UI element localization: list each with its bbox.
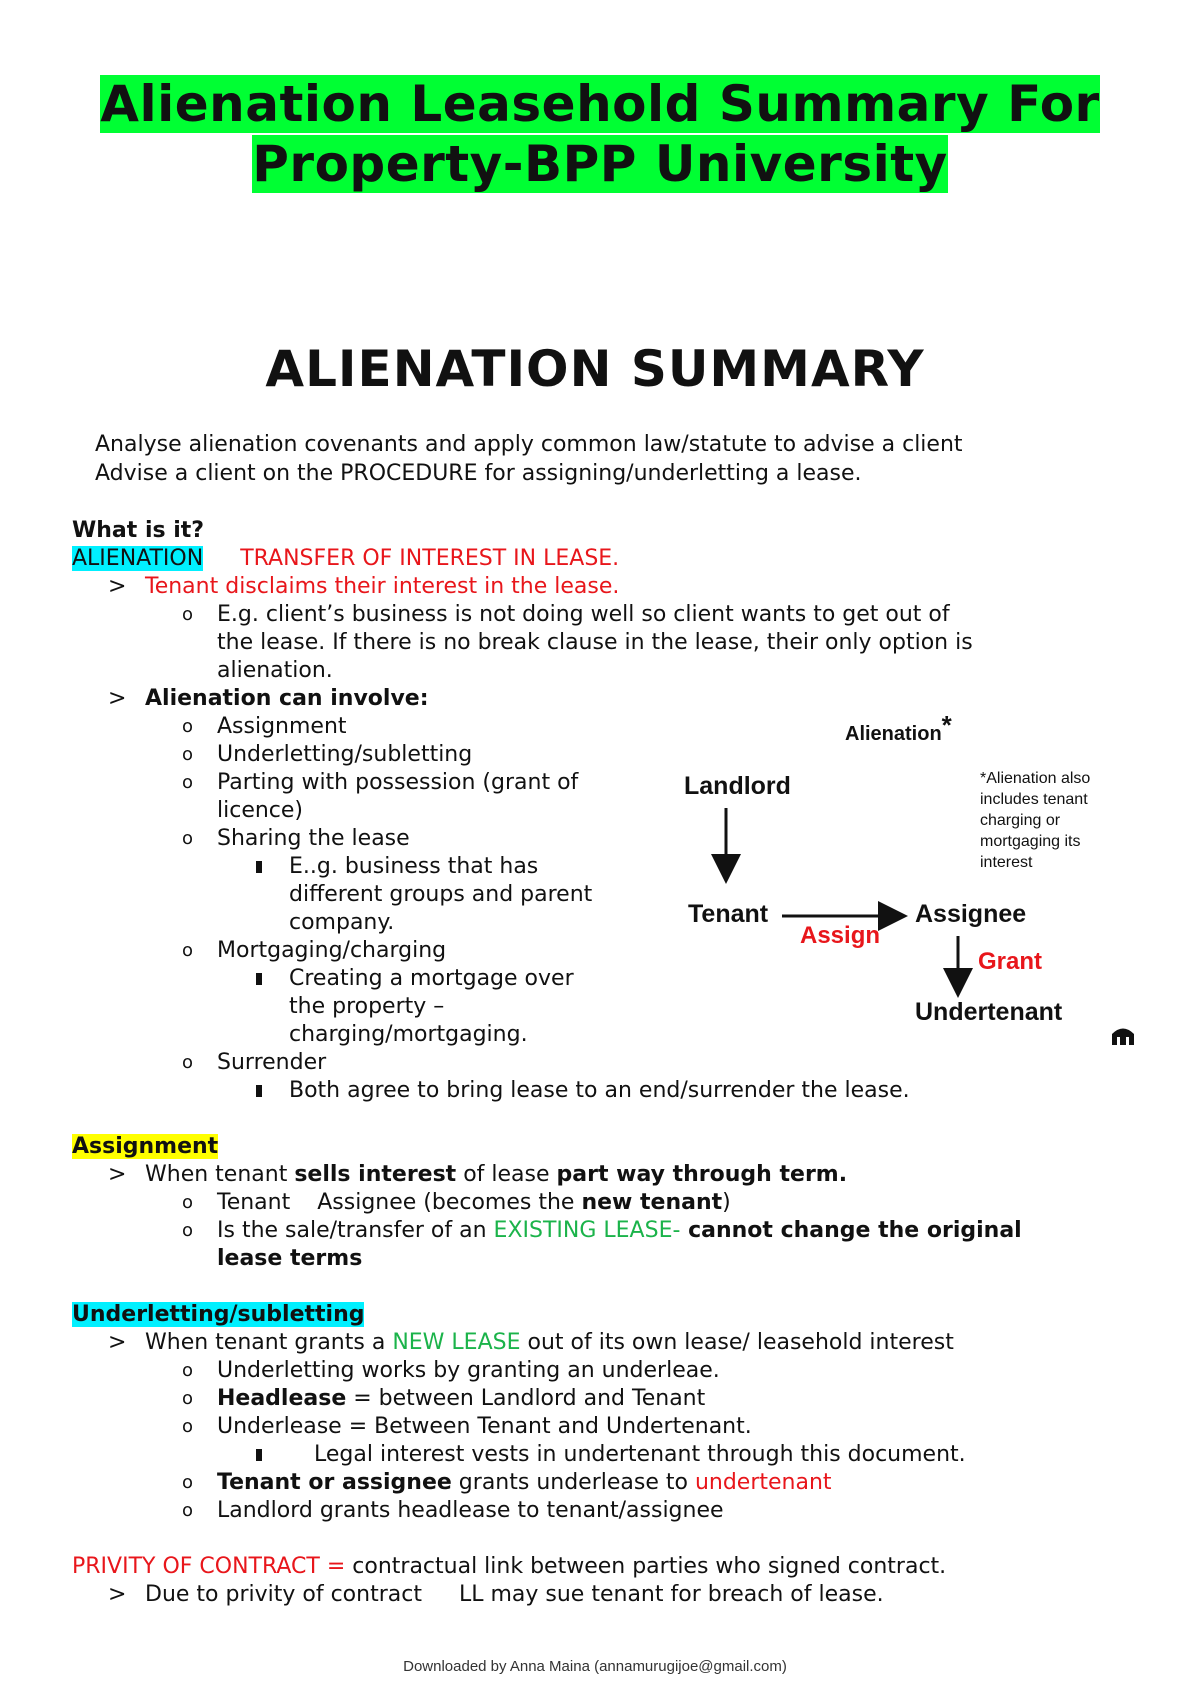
assignment-heading: Assignment — [72, 1134, 219, 1159]
sub-list-item: Legal interest vests in undertenant thro… — [72, 1441, 1132, 1469]
alienation-meaning: TRANSFER OF INTEREST IN LEASE. — [240, 546, 620, 571]
arrow-bullet: > — [108, 1162, 127, 1187]
list-item: o Landlord grants headlease to tenant/as… — [182, 1498, 724, 1523]
diagram-arrows — [711, 808, 973, 998]
circle-bullet: o — [182, 1220, 194, 1241]
list-item: o Underletting/subletting — [182, 742, 473, 767]
arrow-bullet: > — [108, 1330, 127, 1355]
assignment-section: Assignment — [72, 1133, 1132, 1161]
summary-heading: ALIENATION SUMMARY — [265, 340, 925, 398]
square-bullet — [256, 1449, 262, 1461]
intro-line: Analyse alienation covenants and apply c… — [95, 432, 963, 457]
list-item: > When tenant sells interest of lease pa… — [108, 1162, 848, 1187]
list-item: o Tenant Assignee (becomes the new tenan… — [182, 1190, 731, 1215]
list-item: o Mortgaging/charging — [182, 938, 447, 963]
list-item: > Tenant disclaims their interest in the… — [108, 574, 620, 599]
circle-bullet: o — [182, 1500, 194, 1521]
page-corner-icon — [1112, 1028, 1134, 1045]
intro-line: Advise a client on the PROCEDURE for ass… — [95, 461, 862, 486]
sub-list-item-continued: different groups and parent — [289, 882, 593, 907]
document-title: Alienation Leasehold Summary For Propert… — [70, 74, 1130, 194]
circle-bullet: o — [182, 604, 194, 625]
intro-block: Analyse alienation covenants and apply c… — [95, 430, 963, 488]
diagram-title: Alienation* — [845, 710, 952, 745]
list-item: o Underletting works by granting an unde… — [182, 1358, 720, 1383]
underletting-heading: Underletting/subletting — [72, 1302, 365, 1327]
download-footer: Downloaded by Anna Maina (annamurugijoe@… — [403, 1658, 787, 1675]
arrow-bullet: > — [108, 574, 127, 599]
circle-bullet: o — [182, 1052, 194, 1073]
sub-list-item: Creating a mortgage over — [72, 965, 1132, 993]
alienation-term: ALIENATION — [72, 546, 204, 571]
list-item: o Underlease = Between Tenant and Undert… — [182, 1414, 752, 1439]
list-item: o E.g. client’s business is not doing we… — [182, 602, 973, 683]
circle-bullet: o — [182, 744, 194, 765]
list-item: o Tenant or assignee grants underlease t… — [182, 1470, 832, 1495]
list-item: > Alienation can involve: — [108, 686, 429, 711]
list-item: o Surrender — [182, 1050, 327, 1075]
sub-list-item-continued: the property – — [289, 994, 445, 1019]
title-line-1: Alienation Leasehold Summary For — [100, 75, 1100, 133]
landlord-label: Landlord — [684, 772, 791, 800]
square-bullet — [256, 861, 262, 873]
circle-bullet: o — [182, 1192, 194, 1213]
sub-list-item: E..g. business that has — [72, 853, 1132, 881]
circle-bullet: o — [182, 1360, 194, 1381]
alienation-definition: ALIENATION TRANSFER OF INTEREST IN LEASE… — [72, 545, 1132, 573]
alienation-diagram: Alienation* Landlord Tenant Assignee Und… — [670, 700, 1150, 1060]
list-item: o Assignment — [182, 714, 347, 739]
grant-label: Grant — [978, 948, 1043, 975]
list-item: > Due to privity of contract LL may sue … — [108, 1582, 884, 1607]
assignee-label: Assignee — [915, 900, 1027, 928]
diagram-note: *Alienation also includes tenant chargin… — [980, 770, 1091, 871]
circle-bullet: o — [182, 828, 194, 849]
circle-bullet: o — [182, 1472, 194, 1493]
list-item: > When tenant grants a NEW LEASE out of … — [108, 1330, 954, 1355]
what-is-it-heading: What is it? — [72, 518, 205, 543]
document-body: What is it? ALIENATION TRANSFER OF INTER… — [72, 517, 1132, 1609]
circle-bullet: o — [182, 940, 194, 961]
title-line-2: Property-BPP University — [252, 135, 948, 193]
list-item: o Headlease = between Landlord and Tenan… — [182, 1386, 706, 1411]
sub-list-item-continued: company. — [289, 910, 395, 935]
privity-definition: PRIVITY OF CONTRACT = contractual link b… — [72, 1554, 947, 1579]
list-item-continued: lease terms — [217, 1246, 363, 1271]
assign-label: Assign — [800, 922, 881, 949]
circle-bullet: o — [182, 772, 194, 793]
square-bullet — [256, 1085, 262, 1097]
privity-term: PRIVITY OF CONTRACT = — [72, 1554, 346, 1579]
circle-bullet: o — [182, 716, 194, 737]
circle-bullet: o — [182, 1388, 194, 1409]
arrow-bullet: > — [108, 1582, 127, 1607]
tenant-label: Tenant — [688, 900, 769, 928]
list-item: o Sharing the lease — [182, 826, 410, 851]
undertenant-label: Undertenant — [915, 998, 1063, 1026]
list-item: o Parting with possession (grant of — [182, 770, 579, 795]
list-item-continued: licence) — [217, 798, 304, 823]
sub-list-item: Both agree to bring lease to an end/surr… — [72, 1077, 1132, 1105]
sub-list-item-continued: charging/mortgaging. — [289, 1022, 528, 1047]
underletting-section: Underletting/subletting — [72, 1301, 1132, 1329]
arrow-bullet: > — [108, 686, 127, 711]
square-bullet — [256, 973, 262, 985]
circle-bullet: o — [182, 1416, 194, 1437]
list-item: o Is the sale/transfer of an EXISTING LE… — [182, 1218, 1022, 1243]
